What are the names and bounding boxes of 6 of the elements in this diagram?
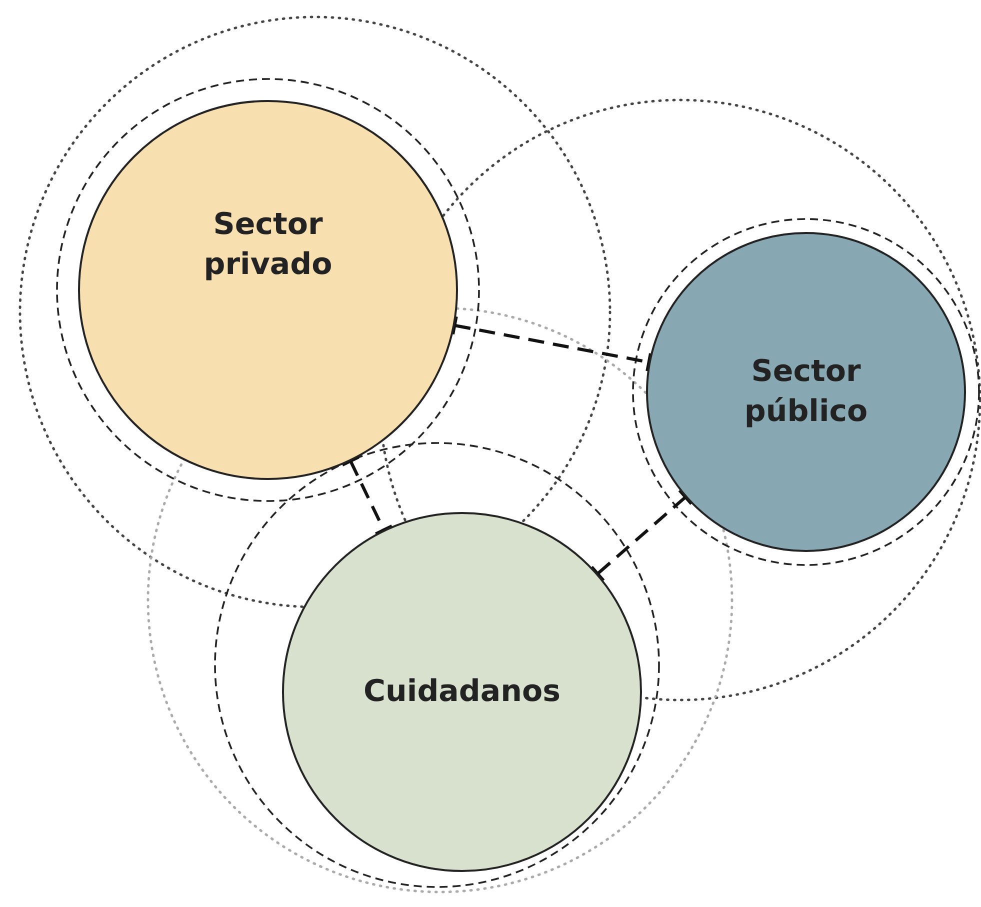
dashed-connector: [340, 456, 394, 536]
node-label: Cuidadanos: [362, 672, 562, 711]
dashed-connector: [452, 315, 652, 373]
dashed-connector: [590, 488, 693, 582]
node-label: Sector público: [743, 352, 869, 431]
node-label: Sector privado: [202, 206, 334, 284]
